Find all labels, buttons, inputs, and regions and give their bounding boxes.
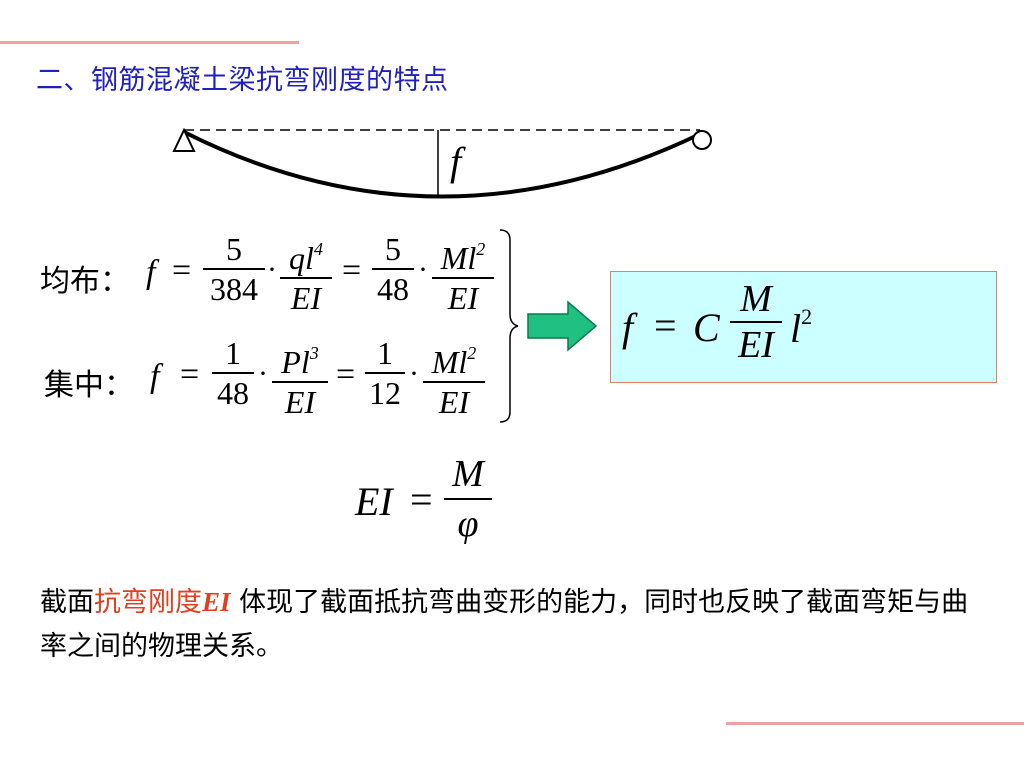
highlight-term: 抗弯刚度	[94, 587, 202, 618]
general-frac: M EI	[730, 279, 782, 365]
bottom-rule-line	[726, 722, 1024, 725]
general-formula-box	[610, 271, 997, 383]
para-text-2: 体现了截面抵抗弯曲变形的能力，同时也反映了截面弯矩与曲率之间的物理关系。	[40, 587, 969, 662]
concentrated-lhs: f	[150, 358, 160, 395]
page-title: 二、钢筋混凝土梁抗弯刚度的特点	[36, 65, 449, 96]
arrow-right-icon	[527, 300, 598, 352]
stiffness-frac: M φ	[444, 452, 492, 546]
uniform-frac-coef2: 5 48	[372, 232, 414, 306]
concentrated-dot1: ·	[258, 357, 268, 390]
description-paragraph: 截面抗弯刚度EI 体现了截面抵抗弯曲变形的能力，同时也反映了截面弯矩与曲率之间的…	[40, 580, 990, 669]
deflection-label: f	[450, 139, 462, 184]
uniform-load-label: 均布：	[40, 264, 130, 299]
uniform-dot1: ·	[267, 253, 277, 286]
uniform-frac-moment: Ml2 EI	[432, 232, 494, 315]
top-rule-line	[0, 41, 299, 44]
general-coef: C	[693, 305, 720, 350]
concentrated-frac-moment: Ml2 EI	[423, 336, 485, 419]
deflected-beam-curve	[183, 130, 701, 199]
concentrated-equals: =	[180, 356, 200, 393]
concentrated-dot2: ·	[409, 357, 419, 390]
concentrated-frac-coef2: 1 12	[365, 336, 405, 410]
uniform-lhs: f	[146, 254, 156, 291]
highlight-symbol: EI	[202, 587, 231, 617]
general-tail: l2	[790, 304, 813, 351]
general-lhs: f	[622, 305, 634, 350]
concentrated-equals-2: =	[336, 356, 356, 393]
para-text-1: 截面	[40, 587, 94, 618]
pin-support-icon	[172, 127, 196, 152]
beam-deflection-diagram	[172, 127, 712, 199]
uniform-equals-2: =	[342, 252, 362, 289]
roller-support-icon	[692, 130, 712, 150]
general-equals: =	[654, 303, 677, 348]
concentrated-frac-load: Pl3 EI	[272, 336, 328, 419]
concentrated-load-label: 集中：	[44, 368, 134, 403]
uniform-dot2: ·	[418, 253, 428, 286]
uniform-frac-coef1: 5 384	[203, 232, 265, 306]
stiffness-lhs: EI	[355, 479, 393, 524]
concentrated-frac-coef1: 1 48	[212, 336, 254, 410]
right-brace	[499, 229, 519, 423]
uniform-frac-load: ql4 EI	[280, 232, 332, 315]
uniform-equals: =	[172, 252, 192, 289]
stiffness-equals: =	[410, 477, 433, 522]
